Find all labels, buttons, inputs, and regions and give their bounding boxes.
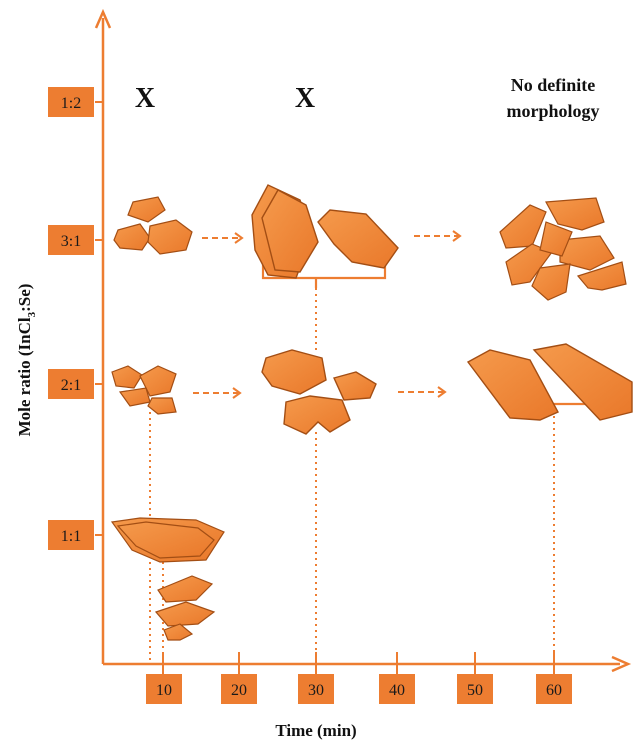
y-tick-label: 3:1 (61, 233, 81, 250)
x-tick-group: 10 20 30 40 50 60 (146, 652, 572, 704)
y-tick-label: 1:1 (61, 528, 81, 545)
no-morphology-line1: No definite (511, 75, 596, 95)
y-axis-title-end: :Se) (15, 284, 34, 312)
dotted-guides (150, 288, 554, 664)
x-tick-label: 30 (308, 682, 324, 699)
flake-cluster-2-1-60min (468, 344, 632, 420)
flake-cluster-3-1-10min (114, 197, 192, 254)
no-result-mark-10min: X (135, 83, 155, 114)
y-tick-label: 2:1 (61, 377, 81, 394)
flake-cluster-2-1-10min (112, 366, 176, 414)
flake-cluster-1-1-10min (112, 518, 224, 640)
x-axis-title: Time (min) (275, 721, 356, 740)
x-tick-label: 20 (231, 682, 247, 699)
no-result-mark-30min: X (295, 83, 315, 114)
x-tick-label: 50 (467, 682, 483, 699)
x-tick-label: 60 (546, 682, 562, 699)
x-tick-label: 10 (156, 682, 172, 699)
y-tick-group: 1:2 3:1 2:1 1:1 (48, 87, 103, 550)
x-tick-label: 40 (389, 682, 405, 699)
y-axis-title: Mole ratio (InCl3:Se) (15, 284, 38, 437)
flake-cluster-2-1-30min (262, 350, 376, 434)
y-tick-label: 1:2 (61, 95, 81, 112)
y-axis-title-main: Mole ratio (InCl (15, 317, 34, 436)
flake-cluster-3-1-60min (500, 198, 626, 300)
dashed-arrows (193, 231, 460, 398)
no-morphology-line2: morphology (506, 101, 599, 121)
flake-cluster-3-1-30min (252, 185, 398, 278)
